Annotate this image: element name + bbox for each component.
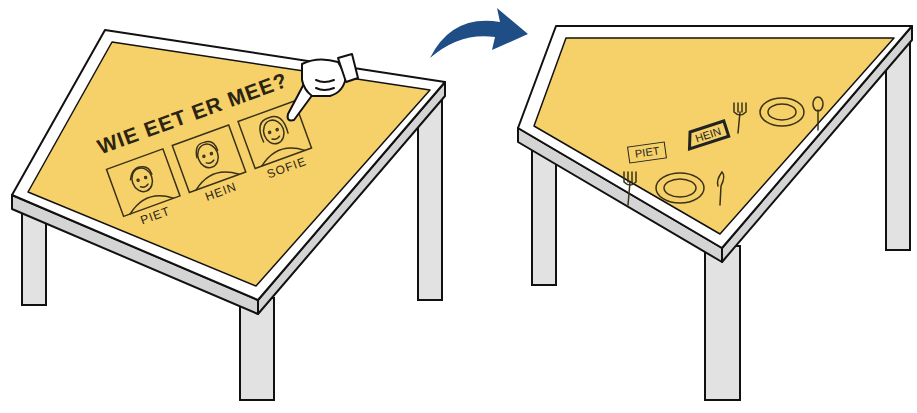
- place-setting: [768, 104, 796, 120]
- place-setting: [734, 103, 746, 115]
- portrait-frame: [106, 101, 311, 216]
- pointing-hand: [288, 54, 358, 120]
- portrait-frame: [272, 136, 280, 140]
- portrait-frame: [206, 160, 214, 164]
- portrait-frame: [268, 131, 271, 134]
- pointing-hand: [338, 54, 358, 82]
- table-leg: [705, 246, 740, 400]
- place-setting: [624, 97, 823, 205]
- portrait-frame: [137, 179, 140, 182]
- transition-arrow: [430, 8, 528, 58]
- place-setting: [813, 97, 823, 111]
- portrait-frame: [144, 176, 147, 179]
- name-tag-text: PIET: [634, 145, 660, 159]
- table-screen: [28, 42, 430, 286]
- place-setting: [817, 110, 819, 130]
- portrait-frame: [141, 184, 149, 188]
- portrait-frame: [106, 149, 179, 217]
- portrait-frame: [193, 139, 218, 158]
- place-setting: [624, 172, 636, 185]
- table-top: [12, 30, 445, 300]
- portrait-frame: [210, 152, 213, 155]
- portrait-frame: [129, 165, 156, 194]
- place-setting: [664, 179, 696, 197]
- table-skirt: [518, 26, 912, 262]
- portrait-frame: [276, 128, 279, 131]
- portrait-frame: [127, 164, 151, 182]
- place-setting: [760, 98, 804, 126]
- name-tag-outline: [685, 121, 729, 149]
- place-setting: [656, 173, 704, 203]
- pointing-hand: [316, 88, 334, 90]
- table-top: [518, 26, 912, 248]
- pointing-hand: [316, 80, 334, 82]
- portrait-frame: [256, 113, 288, 142]
- place-setting: [718, 172, 724, 205]
- portrait-frame: [203, 155, 206, 158]
- table-screen: [534, 38, 894, 234]
